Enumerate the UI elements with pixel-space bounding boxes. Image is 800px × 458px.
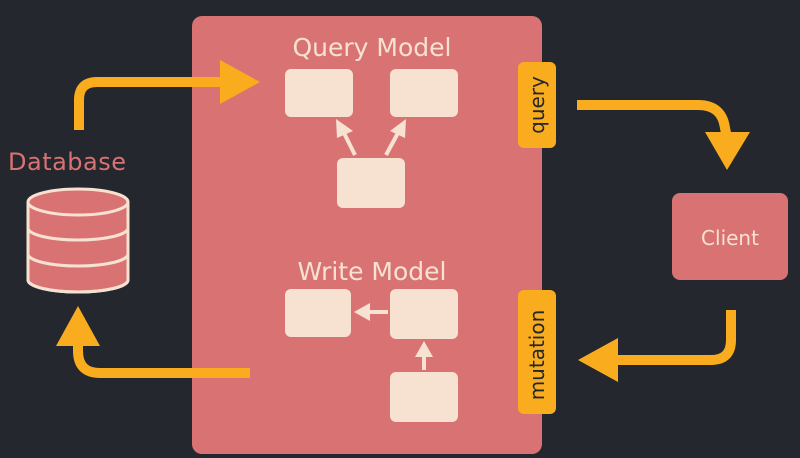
- arrow-database-to-query-model: [74, 60, 260, 130]
- write-model-title: Write Model: [297, 257, 447, 286]
- model-panel: [192, 16, 542, 454]
- query-model-box-right: [390, 69, 458, 117]
- mutation-tab-label: mutation: [525, 309, 549, 401]
- database-icon: [26, 187, 130, 294]
- arrow-write-model-to-database: [56, 306, 250, 378]
- query-tab[interactable]: [518, 62, 556, 148]
- arrow-query-to-client: [577, 100, 750, 170]
- query-model-box-bottom: [337, 158, 405, 208]
- write-model-box-bottom: [390, 372, 458, 422]
- write-model-box-left: [285, 289, 351, 337]
- write-model-box-right: [390, 289, 458, 339]
- write-model-internal-arrows: [354, 303, 433, 370]
- query-model-internal-arrows: [336, 119, 406, 156]
- arrow-client-to-mutation: [578, 310, 736, 382]
- query-model-title: Query Model: [292, 33, 452, 62]
- query-model-box-left: [285, 69, 353, 117]
- mutation-tab[interactable]: [518, 290, 556, 414]
- client-box: [672, 193, 788, 280]
- query-tab-label: query: [525, 76, 549, 134]
- database-label: Database: [8, 148, 127, 176]
- client-label: Client: [701, 226, 759, 250]
